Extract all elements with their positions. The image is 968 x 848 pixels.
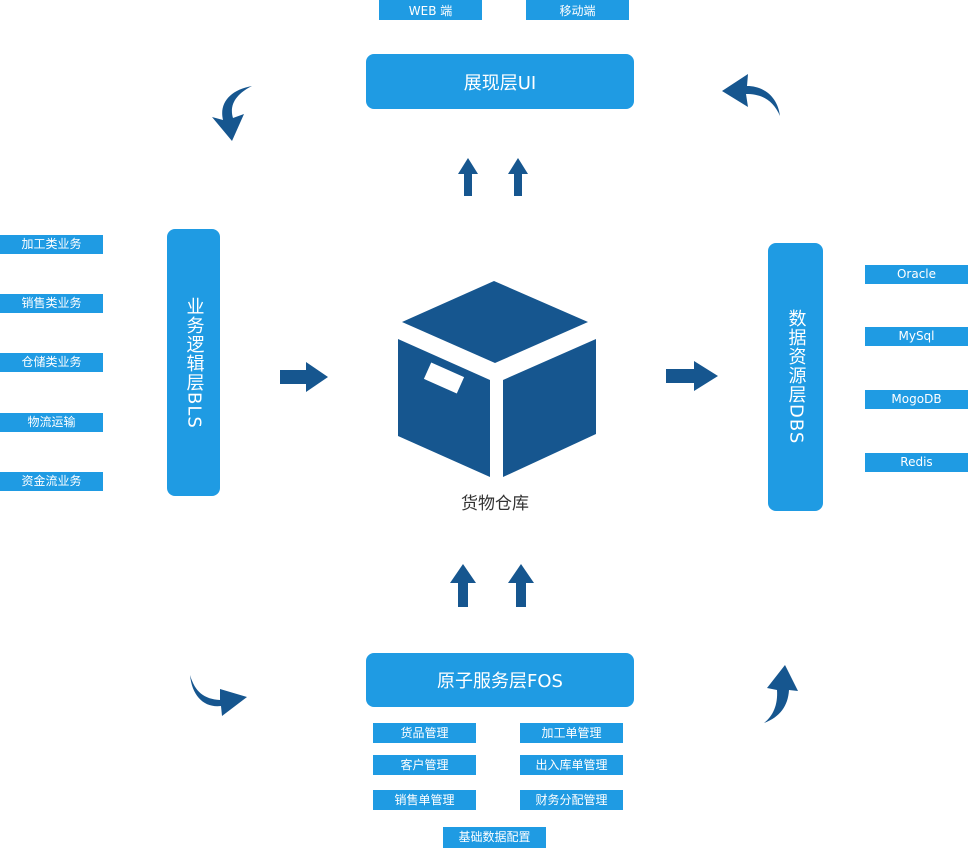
dbs-item: Oracle xyxy=(865,265,968,284)
right-arrow-icon xyxy=(666,361,718,391)
fos-item: 加工单管理 xyxy=(520,723,623,743)
dbs-layer-label: 数据资源层DBS xyxy=(785,309,807,445)
up-arrow-icon xyxy=(458,158,478,196)
bls-item: 销售类业务 xyxy=(0,294,103,313)
curved-arrow-bottomleft-icon xyxy=(190,675,247,716)
bls-item: 加工类业务 xyxy=(0,235,103,254)
dbs-item: MogoDB xyxy=(865,390,968,409)
fos-item: 货品管理 xyxy=(373,723,476,743)
box-label-icon xyxy=(423,362,465,394)
up-arrow-icon xyxy=(508,564,534,607)
fos-item: 基础数据配置 xyxy=(443,827,546,848)
bls-layer-label: 业务逻辑层BLS xyxy=(183,296,205,429)
bls-item: 资金流业务 xyxy=(0,472,103,491)
warehouse-box-icon xyxy=(398,281,596,477)
curved-arrow-bottomright-icon xyxy=(764,665,798,723)
ui-layer-panel: 展现层UI xyxy=(366,54,634,109)
fos-item: 财务分配管理 xyxy=(520,790,623,810)
client-tag-web: WEB 端 xyxy=(379,0,482,20)
fos-layer-label: 原子服务层FOS xyxy=(437,671,563,692)
dbs-item: Redis xyxy=(865,453,968,472)
up-arrow-icon xyxy=(508,158,528,196)
fos-item: 销售单管理 xyxy=(373,790,476,810)
fos-item: 出入库单管理 xyxy=(520,755,623,775)
up-arrow-icon xyxy=(450,564,476,607)
bls-layer-panel: 业务逻辑层BLS xyxy=(167,229,220,496)
curved-arrow-topleft-icon xyxy=(212,86,252,141)
ui-layer-label: 展现层UI xyxy=(463,72,537,94)
client-tag-mobile: 移动端 xyxy=(526,0,629,20)
dbs-layer-panel: 数据资源层DBS xyxy=(768,243,823,511)
curved-arrow-topright-icon xyxy=(722,74,780,116)
fos-layer-panel: 原子服务层FOS xyxy=(366,653,634,707)
center-label: 货物仓库 xyxy=(461,494,529,514)
dbs-item: MySql xyxy=(865,327,968,346)
bls-item: 仓储类业务 xyxy=(0,353,103,372)
right-arrow-icon xyxy=(280,362,328,392)
fos-item: 客户管理 xyxy=(373,755,476,775)
bls-item: 物流运输 xyxy=(0,413,103,432)
